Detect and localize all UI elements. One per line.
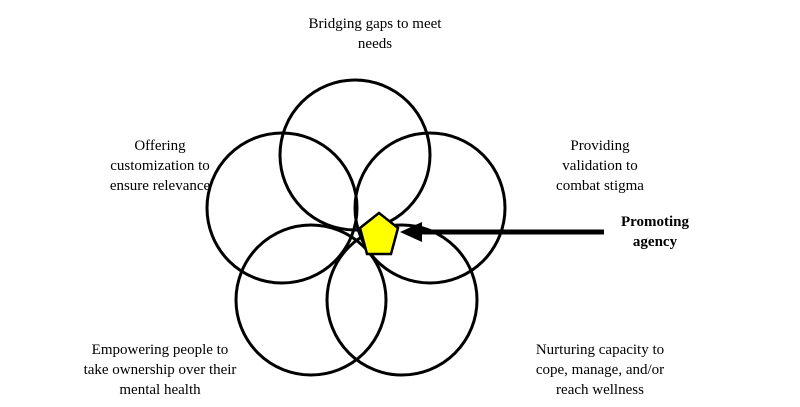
circle-empowering-people: [234, 223, 388, 377]
circle-nurturing-capacity: [325, 223, 479, 377]
circle-offering-customization: [205, 131, 359, 285]
label-bridging-gaps: Bridging gaps to meet needs: [308, 16, 442, 52]
center-pentagon-promoting-agency: [358, 211, 400, 256]
label-promoting-agency: Promoting agency: [620, 214, 690, 250]
circle-providing-validation: [353, 131, 507, 285]
label-providing-validation: Providing validation to combat stigma: [556, 138, 644, 194]
label-empowering-people: Empowering people to take ownership over…: [83, 342, 237, 398]
arrow-head: [400, 222, 422, 242]
label-offering-customization: Offering customization to ensure relevan…: [109, 138, 211, 194]
label-nurturing-capacity: Nurturing capacity to cope, manage, and/…: [535, 342, 665, 398]
